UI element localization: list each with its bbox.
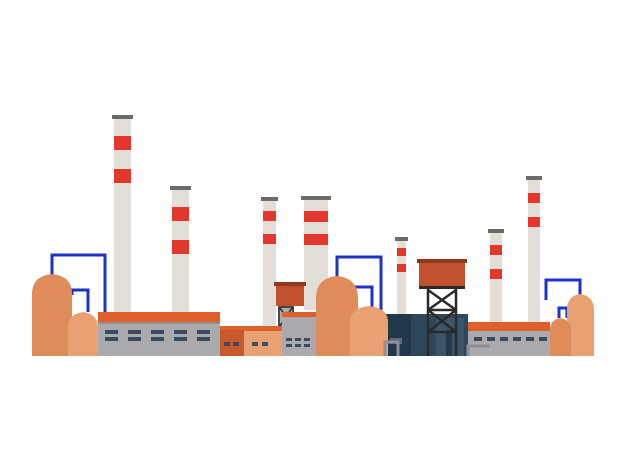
right-gray-building (468, 322, 550, 356)
blue-pipes (50, 253, 582, 318)
tank-mid-small (350, 306, 388, 356)
chimney-2 (170, 186, 191, 314)
tank-right-large (567, 294, 594, 356)
chimneys (112, 115, 542, 328)
tank-left-small (68, 312, 98, 356)
gray-pipes (383, 340, 490, 356)
water-tower (417, 259, 467, 356)
chimney-1 (112, 115, 133, 314)
tank-mid-large (316, 276, 358, 356)
tank-right-small (550, 318, 571, 356)
pipe-left-outer (50, 253, 107, 312)
tank-left-large (32, 274, 72, 356)
chimney-7 (526, 176, 542, 322)
middle-orange-building (220, 326, 282, 356)
pipe-right-inner (557, 306, 569, 318)
pipe-mid-outer (335, 255, 383, 312)
left-main-building (98, 312, 220, 356)
chimney-4 (301, 196, 331, 310)
chimney-6 (488, 229, 504, 325)
chimney-5 (395, 237, 408, 315)
chimney-3 (261, 197, 278, 328)
storage-tanks (32, 274, 594, 356)
middle-gray-building (282, 312, 322, 356)
pipe-left-inner (70, 288, 90, 312)
pipe-right-outer (544, 278, 582, 300)
window-row (105, 330, 210, 341)
navy-steel-structure (383, 314, 468, 356)
